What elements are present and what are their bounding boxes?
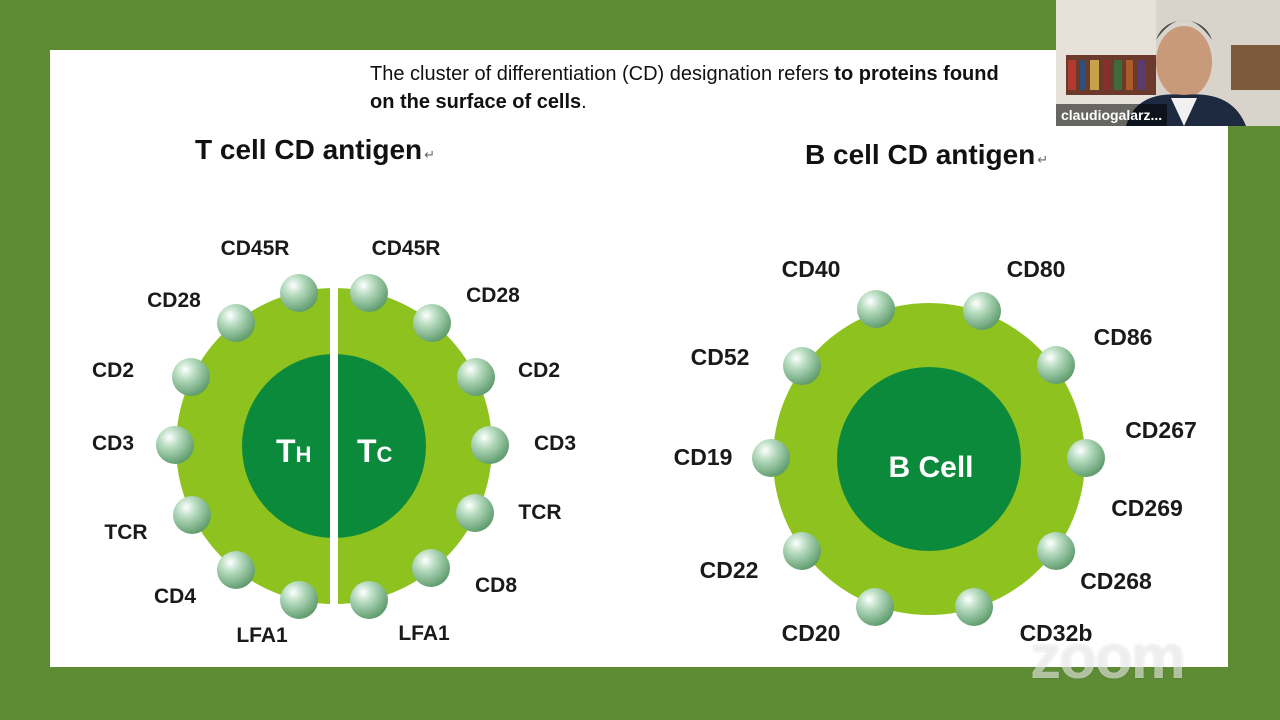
marker-label: CD3: [534, 432, 576, 455]
marker-label: TCR: [104, 521, 147, 544]
slide-caption: The cluster of differentiation (CD) desi…: [370, 60, 1010, 116]
return-mark-icon: ↵: [1037, 152, 1049, 167]
marker-label: CD28: [466, 284, 520, 307]
marker-label: CD40: [782, 256, 841, 282]
cd-antigen-diagram: TH TC CD45R CD28 CD2: [92, 237, 1197, 647]
t-cell-divider: [330, 286, 338, 608]
marker-label: CD267: [1125, 417, 1197, 443]
b-cell-label: B Cell: [888, 451, 973, 484]
marker-label: CD2: [518, 359, 560, 382]
marker-label: CD28: [147, 289, 201, 312]
zoom-watermark: zoom: [1030, 623, 1186, 692]
marker-label: CD4: [154, 585, 196, 608]
marker-label: CD52: [691, 344, 750, 370]
marker-ball: [857, 290, 895, 328]
marker-ball: [783, 532, 821, 570]
marker-label: CD80: [1007, 256, 1066, 282]
marker-label: CD19: [674, 444, 733, 470]
cytotoxic-t-label: TC: [357, 433, 393, 469]
marker-ball: [752, 439, 790, 477]
marker-ball: [456, 494, 494, 532]
t-cell-markers: [156, 274, 509, 619]
marker-label: LFA1: [398, 622, 450, 645]
return-mark-icon: ↵: [424, 147, 436, 162]
t-cell-title: T cell CD antigen↵: [195, 134, 435, 166]
helper-t-label: TH: [276, 433, 311, 469]
marker-label: CD20: [782, 620, 841, 646]
marker-ball: [173, 496, 211, 534]
marker-ball: [413, 304, 451, 342]
marker-ball: [856, 588, 894, 626]
marker-label: CD22: [700, 557, 759, 583]
b-cell-markers: [752, 290, 1105, 626]
marker-ball: [1037, 532, 1075, 570]
webcam-video-tile[interactable]: claudiogalarz...: [1056, 0, 1280, 126]
b-cell-marker-labels: CD40 CD80 CD86 CD267 CD269 CD268 CD32b C…: [674, 256, 1197, 646]
marker-ball: [1067, 439, 1105, 477]
t-cell-title-text: T cell CD antigen: [195, 134, 423, 165]
marker-ball: [350, 581, 388, 619]
marker-ball: [471, 426, 509, 464]
b-cell-diagram: B Cell CD40 CD80 CD86 CD267 CD269 CD268: [674, 256, 1197, 646]
b-cell-title: B cell CD antigen↵: [805, 139, 1048, 171]
b-cell-nucleus: [837, 367, 1021, 551]
caption-text: The cluster of differentiation (CD) desi…: [370, 63, 835, 85]
marker-label: CD45R: [372, 237, 441, 260]
marker-ball: [156, 426, 194, 464]
marker-label: TCR: [518, 501, 561, 524]
t-cell-diagram: TH TC CD45R CD28 CD2: [92, 237, 576, 647]
caption-bold-text: to proteins found on the surface of cell…: [370, 63, 999, 113]
marker-ball: [217, 304, 255, 342]
marker-ball: [280, 581, 318, 619]
marker-ball: [217, 551, 255, 589]
participant-name: claudiogalarz...: [1056, 104, 1168, 126]
b-cell-title-text: B cell CD antigen: [805, 139, 1036, 170]
marker-label: CD269: [1111, 495, 1183, 521]
marker-label: LFA1: [236, 624, 288, 647]
marker-label: CD3: [92, 432, 134, 455]
marker-label: CD2: [92, 359, 134, 382]
marker-label: CD86: [1094, 324, 1153, 350]
marker-ball: [457, 358, 495, 396]
marker-ball: [172, 358, 210, 396]
marker-ball: [350, 274, 388, 312]
marker-ball: [412, 549, 450, 587]
marker-ball: [1037, 346, 1075, 384]
marker-label: CD268: [1080, 568, 1152, 594]
t-cell-marker-labels: CD45R CD28 CD2 CD3 TCR CD4 LFA1 CD45R CD…: [92, 237, 576, 647]
marker-ball: [783, 347, 821, 385]
caption-end: .: [581, 91, 587, 113]
marker-ball: [955, 588, 993, 626]
marker-ball: [280, 274, 318, 312]
marker-label: CD8: [475, 574, 517, 597]
presentation-slide: The cluster of differentiation (CD) desi…: [50, 50, 1228, 667]
marker-ball: [963, 292, 1001, 330]
marker-label: CD45R: [221, 237, 290, 260]
marker-label: CD32b: [1020, 620, 1093, 646]
